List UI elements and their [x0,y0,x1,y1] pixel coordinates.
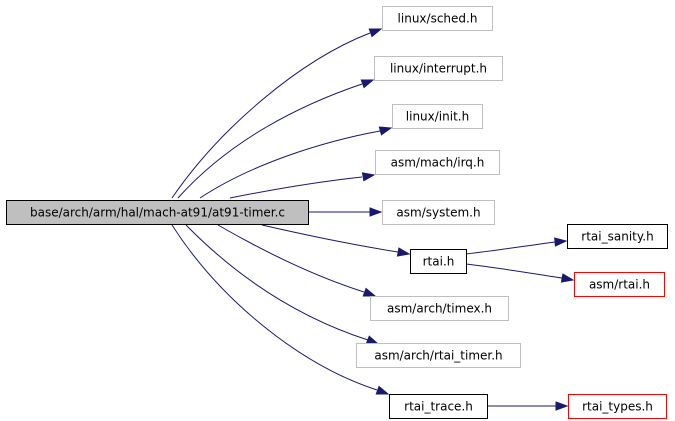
node-box [382,6,493,31]
node-label: rtai_types.h [582,400,653,414]
edge-rtai-trace-to-rtai-types [487,401,569,411]
edge-root-to-rtai [261,224,411,257]
edge-line [171,32,371,199]
node-box [392,104,483,129]
node-label: linux/sched.h [398,12,478,26]
node-box [374,56,503,81]
edge-arrowhead [554,237,568,247]
edge-rtai-to-asm-rtai [465,263,575,283]
edge-line [185,224,369,341]
edge-line [199,130,381,199]
node-label: rtai.h [423,255,455,269]
edge-arrowhead [560,273,575,283]
node-linux-sched: linux/sched.h [382,6,493,31]
node-label: asm/rtai.h [589,278,650,292]
node-rtai[interactable]: rtai.h [410,249,467,274]
edge-root-to-linux-sched [171,28,383,199]
node-linux-interrupt: linux/interrupt.h [374,56,503,81]
node-label: asm/system.h [396,206,480,220]
node-box [382,200,495,225]
node-box [356,343,521,368]
node-label: asm/arch/timex.h [387,302,492,316]
edge-arrowhead [365,335,380,345]
edge-line [229,176,363,199]
edge-arrowhead [378,126,393,136]
node-box [568,394,667,419]
edge-root-to-asm-mach-irq [229,172,376,199]
edge-arrowhead [369,207,383,217]
node-label: rtai_trace.h [404,400,473,414]
node-label: linux/init.h [406,110,469,124]
edge-root-to-asm-arch-timex [217,224,377,297]
edge-line [465,263,563,279]
node-label: base/arch/arm/hal/mach-at91/at91-timer.c [30,206,285,220]
edge-arrowhead [396,247,411,257]
edge-root-to-linux-interrupt [177,79,375,199]
edge-arrowhead [361,172,376,182]
node-label: linux/interrupt.h [390,62,487,76]
node-asm-arch-timex: asm/arch/timex.h [370,296,509,321]
node-label: rtai_sanity.h [581,230,653,244]
edge-arrowhead [375,385,390,395]
node-box [6,200,309,225]
node-box [410,249,467,274]
root-node[interactable]: base/arch/arm/hal/mach-at91/at91-timer.c [6,200,309,225]
edge-line [177,83,363,199]
node-box [375,150,500,175]
edge-arrowhead [360,79,375,89]
node-label: asm/arch/rtai_timer.h [374,349,502,363]
edge-root-to-linux-init [199,126,393,199]
edge-arrowhead [555,401,569,411]
edge-root-to-asm-arch-rtai-timer [185,224,380,345]
edge-arrowhead [362,287,377,297]
node-asm-arch-rtai-timer: asm/arch/rtai_timer.h [356,343,521,368]
node-box [574,272,665,297]
edge-arrowhead [368,28,383,38]
node-linux-init: linux/init.h [392,104,483,129]
node-box [567,224,668,249]
node-box [389,394,488,419]
edge-root-to-rtai-trace [171,224,390,395]
edge-line [261,224,399,253]
edges-layer [171,28,575,411]
edge-root-to-asm-system [308,207,383,217]
node-rtai-sanity[interactable]: rtai_sanity.h [567,224,668,249]
node-rtai-types[interactable]: rtai_types.h [568,394,667,419]
node-box [370,296,509,321]
edge-line [217,224,365,293]
node-asm-system: asm/system.h [382,200,495,225]
edge-line [171,224,378,391]
node-label: asm/mach/irq.h [391,156,485,170]
node-asm-mach-irq: asm/mach/irq.h [375,150,500,175]
node-asm-rtai[interactable]: asm/rtai.h [574,272,665,297]
node-rtai-trace[interactable]: rtai_trace.h [389,394,488,419]
edge-rtai-to-rtai-sanity [465,237,568,255]
edge-line [465,241,556,255]
nodes-layer: base/arch/arm/hal/mach-at91/at91-timer.c… [6,6,668,419]
